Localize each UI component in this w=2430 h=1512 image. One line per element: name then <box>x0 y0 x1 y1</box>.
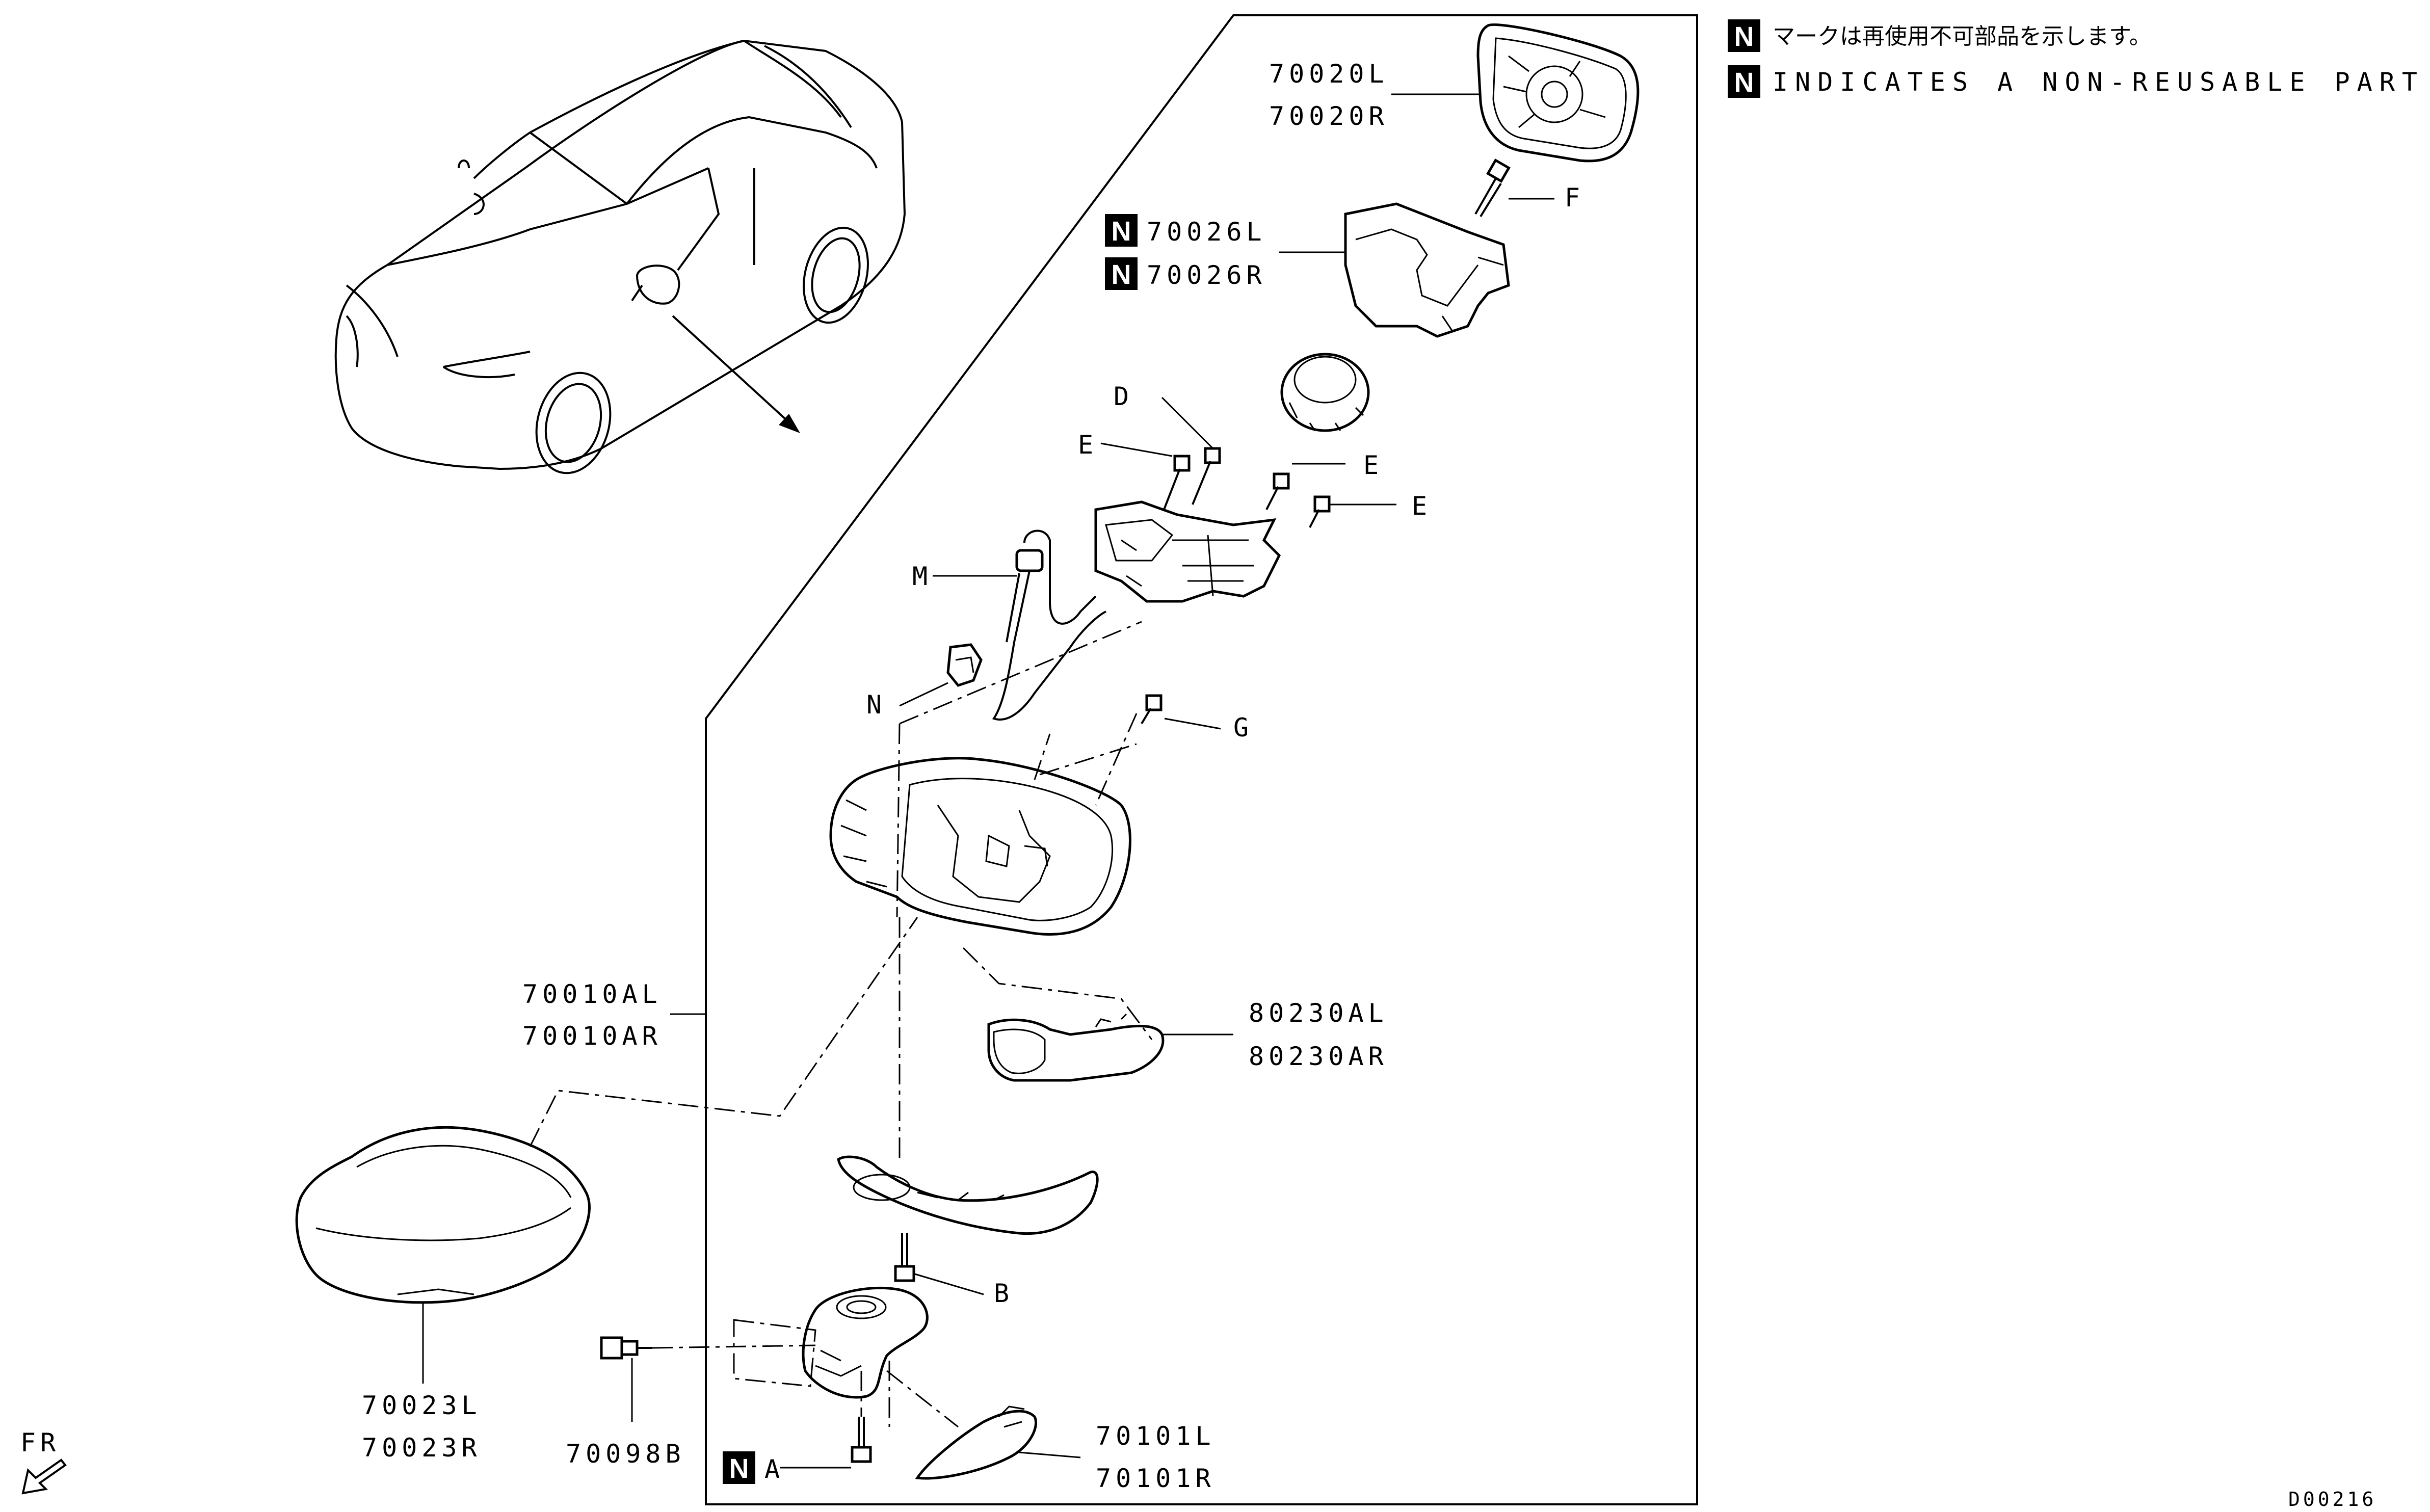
leader-N <box>899 682 948 707</box>
non-reusable-badge <box>723 1451 755 1484</box>
label-70023L: 70023L <box>362 1391 482 1420</box>
label-70098B: 70098B <box>566 1439 685 1469</box>
badge-letter: N <box>1112 259 1131 290</box>
label-70101R: 70101R <box>1096 1464 1216 1493</box>
screw-A <box>851 1417 872 1463</box>
mirror-cover-70023 <box>295 1126 591 1304</box>
label-70023R: 70023R <box>362 1433 482 1463</box>
screw-G <box>1141 694 1163 725</box>
label-70020L: 70020L <box>1269 59 1389 89</box>
mirror-base <box>802 1286 929 1399</box>
gasket-70026 <box>1344 202 1510 338</box>
leader-B <box>914 1273 984 1295</box>
label-E1: E <box>1078 430 1098 460</box>
screw-B <box>894 1233 915 1282</box>
legend-jp-note: マークは再使用不可部品を示します。 <box>1773 23 2152 49</box>
non-reusable-badge <box>1105 257 1138 290</box>
label-70010AR: 70010AR <box>522 1021 662 1051</box>
front-indicator: FR <box>20 1428 67 1495</box>
label-G: G <box>1233 713 1253 742</box>
leader-E1 <box>1100 442 1173 457</box>
label-70010AL: 70010AL <box>522 979 662 1009</box>
label-M: M <box>912 562 932 591</box>
mirror-housing-70010A <box>829 757 1131 936</box>
label-E2: E <box>1363 450 1383 480</box>
badge-letter: N <box>1112 216 1131 247</box>
legend: N マークは再使用不可部品を示します。 N INDICATES A NON-RE… <box>1728 19 2430 98</box>
non-reusable-badge <box>1728 65 1760 98</box>
label-70101L: 70101L <box>1096 1421 1216 1451</box>
turn-signal-80230A <box>987 1013 1165 1082</box>
badge-letter: N <box>729 1453 749 1484</box>
assembly-guide-lines <box>529 621 1153 1428</box>
harness-M <box>992 529 1106 721</box>
label-A: A <box>764 1454 784 1484</box>
diagram-code: D00216 <box>2288 1488 2376 1510</box>
label-80230AR: 80230AR <box>1249 1042 1388 1071</box>
leader-D <box>1161 396 1214 449</box>
label-70026L: 70026L <box>1147 217 1266 247</box>
badge-letter: N <box>1734 67 1754 98</box>
non-reusable-badge <box>1105 214 1138 247</box>
screw-F <box>1474 158 1511 218</box>
legend-en-note: INDICATES A NON-REUSABLE PART. <box>1773 67 2430 97</box>
lower-cover <box>837 1155 1099 1235</box>
badge-letter: N <box>1734 21 1754 52</box>
car-illustration <box>334 39 906 474</box>
non-reusable-badge <box>1728 19 1760 52</box>
connector-N <box>946 643 983 687</box>
actuator-motor <box>1280 353 1370 432</box>
label-N: N <box>866 690 886 720</box>
label-FR: FR <box>20 1428 60 1457</box>
mirror-glass-70020 <box>1476 23 1640 163</box>
label-E3: E <box>1412 491 1432 521</box>
lower-trim-70101 <box>915 1405 1038 1480</box>
label-70026R: 70026R <box>1147 260 1266 290</box>
assembly-frame <box>705 14 1698 1505</box>
leader-70101 <box>1019 1451 1081 1458</box>
label-F: F <box>1565 183 1584 213</box>
leader-G <box>1164 718 1221 730</box>
label-80230AL: 80230AL <box>1249 998 1388 1028</box>
mirror-bracket <box>1094 500 1281 603</box>
label-B: B <box>994 1279 1014 1308</box>
fr-arrow-icon <box>21 1458 67 1495</box>
bolt-70098B <box>600 1336 652 1360</box>
label-D: D <box>1114 382 1133 411</box>
label-70020R: 70020R <box>1269 101 1389 131</box>
